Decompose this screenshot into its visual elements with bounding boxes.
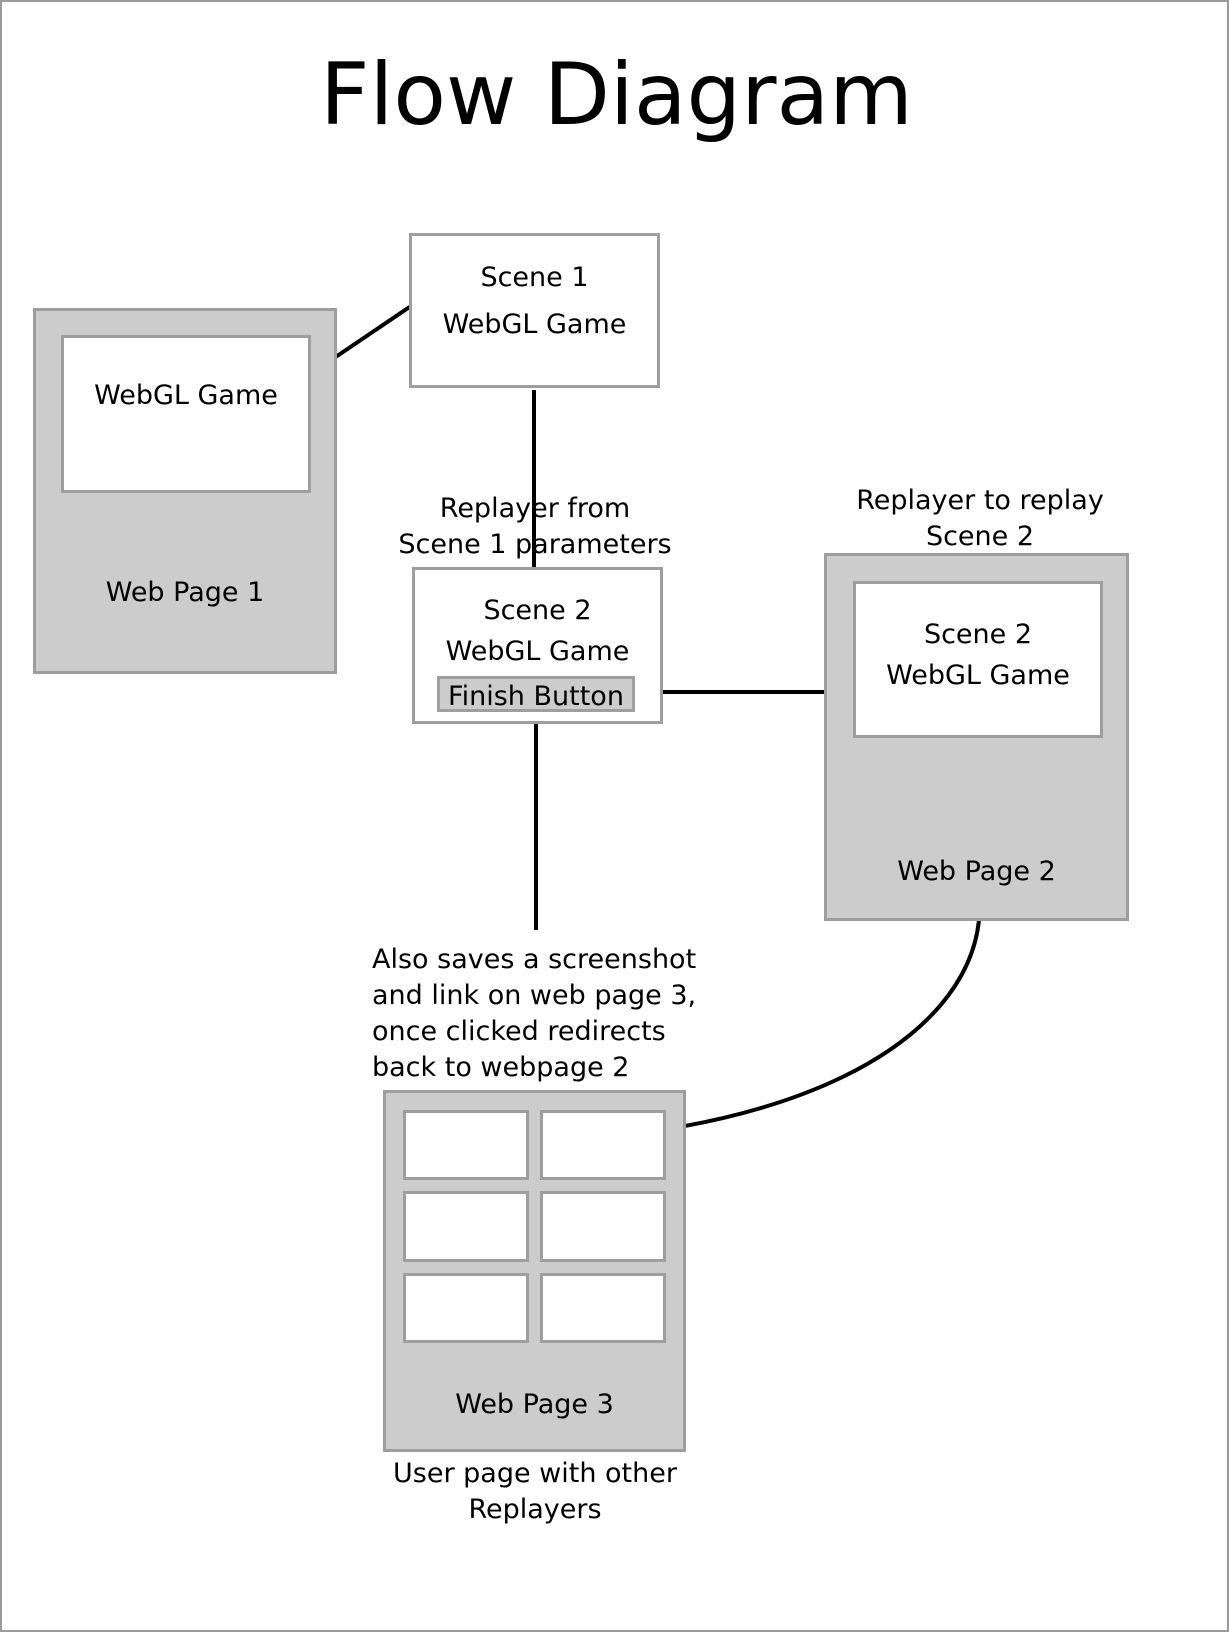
scene-2-subtitle: WebGL Game bbox=[445, 636, 630, 667]
annotation-screenshot-note: Also saves a screenshot and link on web … bbox=[372, 944, 697, 1083]
web-page-3-thumbnail[interactable] bbox=[403, 1272, 529, 1343]
web-page-3-thumbnail[interactable] bbox=[540, 1272, 666, 1343]
web-page-3-thumbnail[interactable] bbox=[540, 1191, 666, 1262]
scene-1-box[interactable]: Scene 1 WebGL Game bbox=[409, 233, 660, 388]
web-page-2[interactable]: Scene 2 WebGL Game Web Page 2 bbox=[824, 553, 1129, 921]
web-page-2-game-screen[interactable]: Scene 2 WebGL Game bbox=[853, 581, 1103, 738]
web-page-3-label: Web Page 3 bbox=[455, 1389, 614, 1420]
web-page-1-game-label: WebGL Game bbox=[94, 380, 278, 411]
scene-2-title: Scene 2 bbox=[483, 595, 592, 626]
web-page-3-thumbnail[interactable] bbox=[403, 1191, 529, 1262]
web-page-2-label: Web Page 2 bbox=[897, 856, 1056, 887]
scene-1-title: Scene 1 bbox=[480, 262, 589, 293]
finish-button[interactable]: Finish Button bbox=[437, 676, 635, 712]
page-title: Flow Diagram bbox=[320, 45, 913, 145]
web-page-3-thumbnail[interactable] bbox=[540, 1110, 666, 1181]
scene-1-subtitle: WebGL Game bbox=[442, 309, 627, 340]
annotation-web-page-3-caption: User page with other Replayers bbox=[393, 1458, 677, 1525]
web-page-1-game-screen[interactable]: WebGL Game bbox=[61, 335, 311, 493]
web-page-3-thumbnail[interactable] bbox=[403, 1110, 529, 1181]
scene-2-box[interactable]: Scene 2 WebGL Game bbox=[412, 567, 663, 724]
annotation-replayer-from-scene1: Replayer from Scene 1 parameters bbox=[398, 493, 672, 560]
web-page-3[interactable]: Web Page 3 bbox=[383, 1090, 686, 1452]
web-page-1-label: Web Page 1 bbox=[105, 577, 265, 608]
web-page-2-scene-subtitle: WebGL Game bbox=[886, 660, 1070, 691]
web-page-1[interactable]: WebGL Game Web Page 1 bbox=[33, 308, 337, 674]
annotation-replayer-to-replay-scene2: Replayer to replay Scene 2 bbox=[856, 485, 1104, 552]
web-page-3-thumbnail-grid bbox=[403, 1110, 666, 1343]
web-page-2-scene-title: Scene 2 bbox=[923, 619, 1033, 650]
